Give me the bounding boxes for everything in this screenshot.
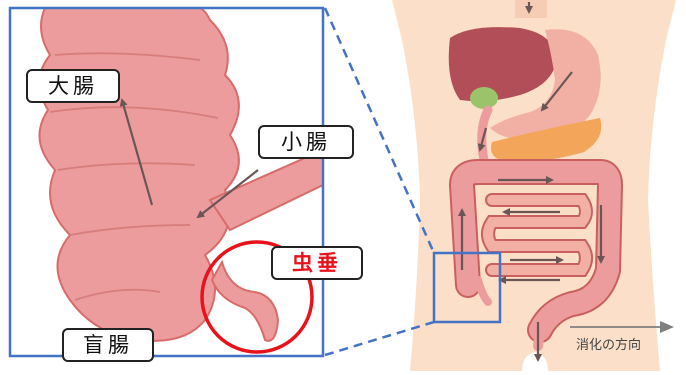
digestion-direction-label: 消化の方向 <box>576 334 641 353</box>
label-small-intestine: 小腸 <box>258 125 354 159</box>
label-appendix: 虫垂 <box>271 246 363 280</box>
gallbladder <box>470 87 498 109</box>
label-cecum: 盲腸 <box>62 328 154 362</box>
label-large-intestine: 大腸 <box>26 69 120 103</box>
